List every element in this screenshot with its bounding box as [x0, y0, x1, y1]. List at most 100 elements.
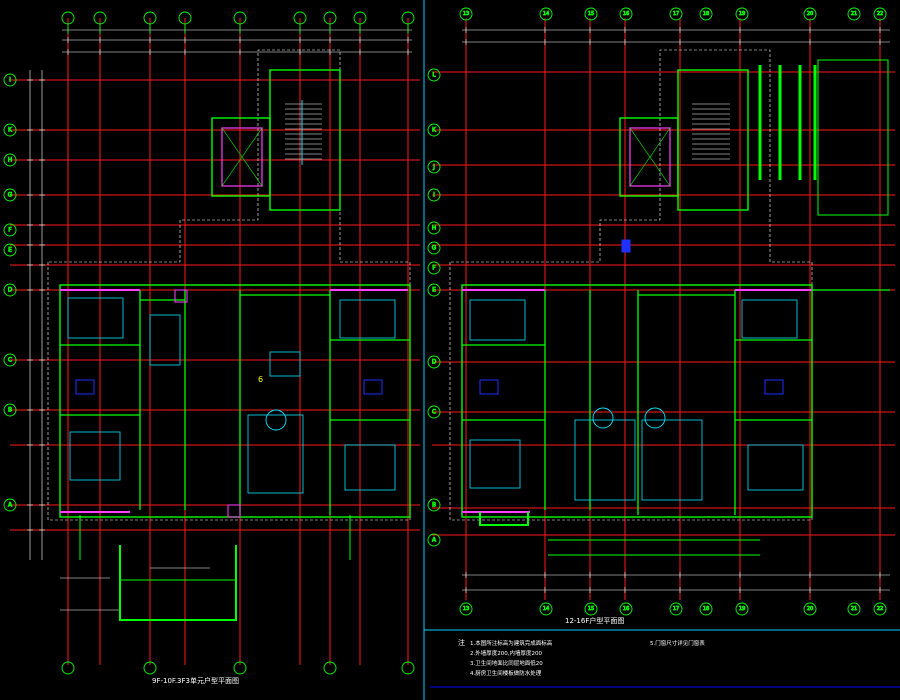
- left-elevator-shaft: [221, 127, 263, 187]
- right-top-axis-label: 18: [703, 11, 709, 17]
- left-side-axis-label: G: [8, 192, 13, 199]
- right-top-axis-bubble: [584, 7, 598, 21]
- right-side-axis-label: G: [432, 245, 437, 252]
- right-bottom-axis-bubble: [699, 602, 713, 616]
- left-side-axis-bubble: [3, 153, 17, 167]
- right-bottom-axis-bubble: [584, 602, 598, 616]
- right-bottom-axis-label: 21: [851, 606, 857, 612]
- right-side-axis-bubble: [427, 241, 441, 255]
- right-side-axis-label: L: [432, 72, 436, 79]
- right-side-axis-label: J: [432, 164, 435, 171]
- right-side-axis-label: H: [432, 225, 437, 232]
- right-sofa-area: [574, 419, 636, 501]
- notes-line-3: 3.卫生间地面比同层地面低20: [470, 659, 543, 667]
- right-sofa-area-2: [641, 419, 703, 501]
- left-sofa-chair: [265, 409, 287, 431]
- right-unit-outline: [461, 284, 813, 518]
- right-bottom-axis-bubble: [619, 602, 633, 616]
- right-side-axis-label: E: [432, 287, 436, 294]
- right-bottom-axis-bubble: [847, 602, 861, 616]
- left-side-axis-bubble: [3, 498, 17, 512]
- left-balcony: [119, 545, 237, 621]
- right-side-axis-bubble: [427, 160, 441, 174]
- right-bottom-axis-bubble: [459, 602, 473, 616]
- left-bottom-axis-bubble: [233, 661, 247, 675]
- notes-line-1: 1.本图所注标高为建筑完成面标高: [470, 639, 553, 647]
- notes-heading: 注: [458, 638, 465, 647]
- left-bottom-axis-bubble: [401, 661, 415, 675]
- right-side-axis-label: I: [433, 192, 435, 199]
- right-side-axis-bubble: [427, 498, 441, 512]
- right-side-axis-bubble: [427, 355, 441, 369]
- left-toilet-2: [363, 379, 383, 395]
- left-room-tag: 6: [258, 375, 263, 384]
- notes-line-2: 2.外墙厚度200,内墙厚度200: [470, 649, 542, 657]
- left-bed-2: [69, 431, 121, 481]
- left-column: [174, 289, 188, 303]
- right-top-axis-label: 17: [673, 11, 679, 17]
- right-side-axis-bubble: [427, 68, 441, 82]
- right-top-axis-bubble: [619, 7, 633, 21]
- right-bottom-axis-label: 17: [673, 606, 679, 612]
- right-bottom-axis-label: 14: [543, 606, 549, 612]
- left-side-axis-bubble: [3, 283, 17, 297]
- right-bottom-axis-bubble: [539, 602, 553, 616]
- right-top-axis-label: 15: [588, 11, 594, 17]
- right-bed-3: [747, 444, 804, 491]
- right-bed-2: [469, 439, 521, 489]
- left-sofa-area: [247, 414, 304, 494]
- right-top-axis-bubble: [873, 7, 887, 21]
- right-top-axis-bubble: [699, 7, 713, 21]
- left-dining-table: [269, 351, 301, 377]
- right-bottom-axis-label: 19: [739, 606, 745, 612]
- right-bottom-axis-bubble: [803, 602, 817, 616]
- left-outline: [47, 49, 411, 521]
- left-side-axis-bubble: [3, 223, 17, 237]
- left-side-axis-label: F: [8, 227, 12, 234]
- left-bottom-axis-bubble: [61, 661, 75, 675]
- right-bottom-axis-label: 18: [703, 606, 709, 612]
- right-top-axis-label: 20: [807, 11, 813, 17]
- left-side-axis-bubble: [3, 353, 17, 367]
- right-top-axis-bubble: [803, 7, 817, 21]
- left-side-axis-label: D: [8, 287, 13, 294]
- right-bottom-axis-label: 13: [463, 606, 469, 612]
- right-bottom-axis-label: 15: [588, 606, 594, 612]
- right-top-axis-label: 19: [739, 11, 745, 17]
- left-side-axis-bubble: [3, 73, 17, 87]
- right-top-axis-label: 21: [851, 11, 857, 17]
- right-bottom-axis-label: 22: [877, 606, 883, 612]
- right-side-axis-bubble: [427, 123, 441, 137]
- right-bottom-axis-bubble: [873, 602, 887, 616]
- right-sofa-chair-2: [644, 407, 666, 429]
- right-top-axis-label: 22: [877, 11, 883, 17]
- right-top-axis-bubble: [847, 7, 861, 21]
- right-top-axis-label: 13: [463, 11, 469, 17]
- left-side-axis-label: E: [8, 247, 12, 254]
- left-side-axis-label: K: [8, 127, 13, 134]
- left-column: [227, 504, 241, 518]
- right-side-axis-bubble: [427, 221, 441, 235]
- left-plan-caption: 9F-10F.3F3单元户型平面图: [152, 676, 239, 685]
- right-side-room: [817, 59, 889, 216]
- right-outline: [449, 49, 813, 521]
- right-bottom-axis-label: 20: [807, 606, 813, 612]
- left-side-axis-label: H: [8, 157, 13, 164]
- left-side-axis-label: C: [8, 357, 12, 364]
- right-top-axis-bubble: [539, 7, 553, 21]
- left-side-axis-bubble: [3, 403, 17, 417]
- right-side-axis-label: D: [432, 359, 437, 366]
- left-toilet: [75, 379, 95, 395]
- left-side-axis-bubble: [3, 243, 17, 257]
- right-top-axis-label: 16: [623, 11, 629, 17]
- right-side-axis-bubble: [427, 283, 441, 297]
- right-bed-4: [741, 299, 798, 339]
- right-side-axis-label: C: [432, 409, 436, 416]
- left-bottom-axis-bubble: [143, 661, 157, 675]
- right-top-axis-bubble: [735, 7, 749, 21]
- left-side-axis-label: I: [9, 77, 11, 84]
- right-top-axis-label: 14: [543, 11, 549, 17]
